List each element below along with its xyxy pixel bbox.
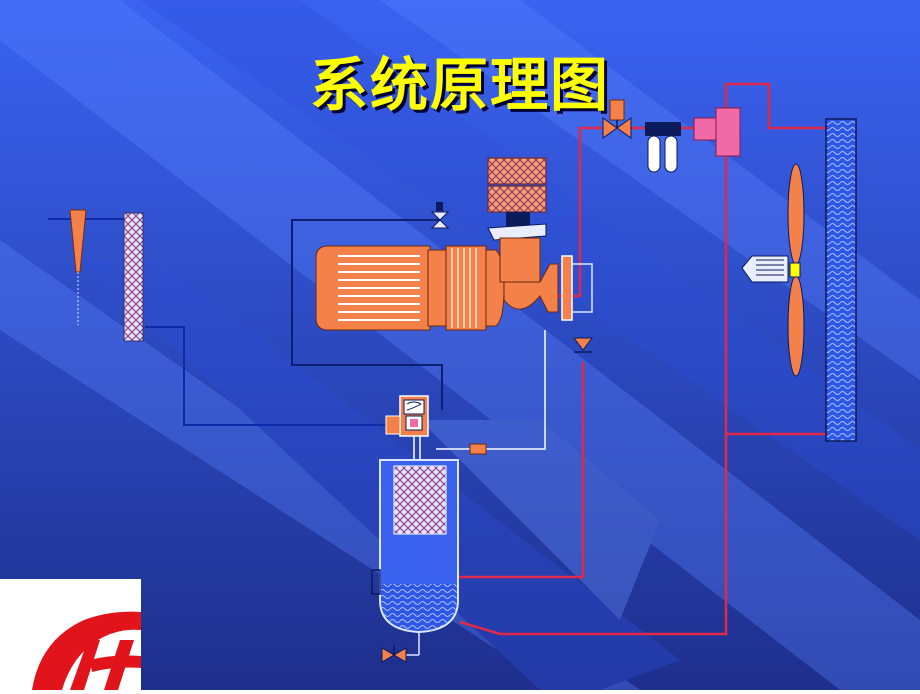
oil-return-line <box>486 330 546 450</box>
pressure-regulator-icon <box>693 107 741 157</box>
air-line-to-cooler <box>724 82 827 130</box>
control-line-blue <box>145 326 386 426</box>
ball-valve-icon <box>602 99 632 139</box>
air-filter-icon <box>487 157 547 228</box>
precision-filter-icon <box>645 122 681 173</box>
control-line-dark <box>291 219 443 410</box>
drain-valve-icon <box>381 645 407 663</box>
oil-gas-separator-tank-icon <box>371 459 459 656</box>
cooler-radiator-icon <box>825 118 857 442</box>
intake-filter-mesh <box>123 212 144 342</box>
cooling-fan-icon <box>787 163 805 377</box>
fan-motor-icon <box>741 255 789 283</box>
orifice-icon <box>469 443 487 455</box>
thermostat-icon <box>69 209 87 325</box>
company-logo-icon <box>0 579 141 690</box>
solenoid-valve-icon <box>385 395 429 460</box>
solenoid-valve-small-icon <box>430 202 450 229</box>
slide-title: 系统原理图 <box>309 51 610 119</box>
air-compressor-icon <box>487 223 593 321</box>
oil-line-cooler-return <box>459 152 728 636</box>
check-valve-icon <box>573 337 593 353</box>
electric-motor-icon <box>315 245 505 331</box>
